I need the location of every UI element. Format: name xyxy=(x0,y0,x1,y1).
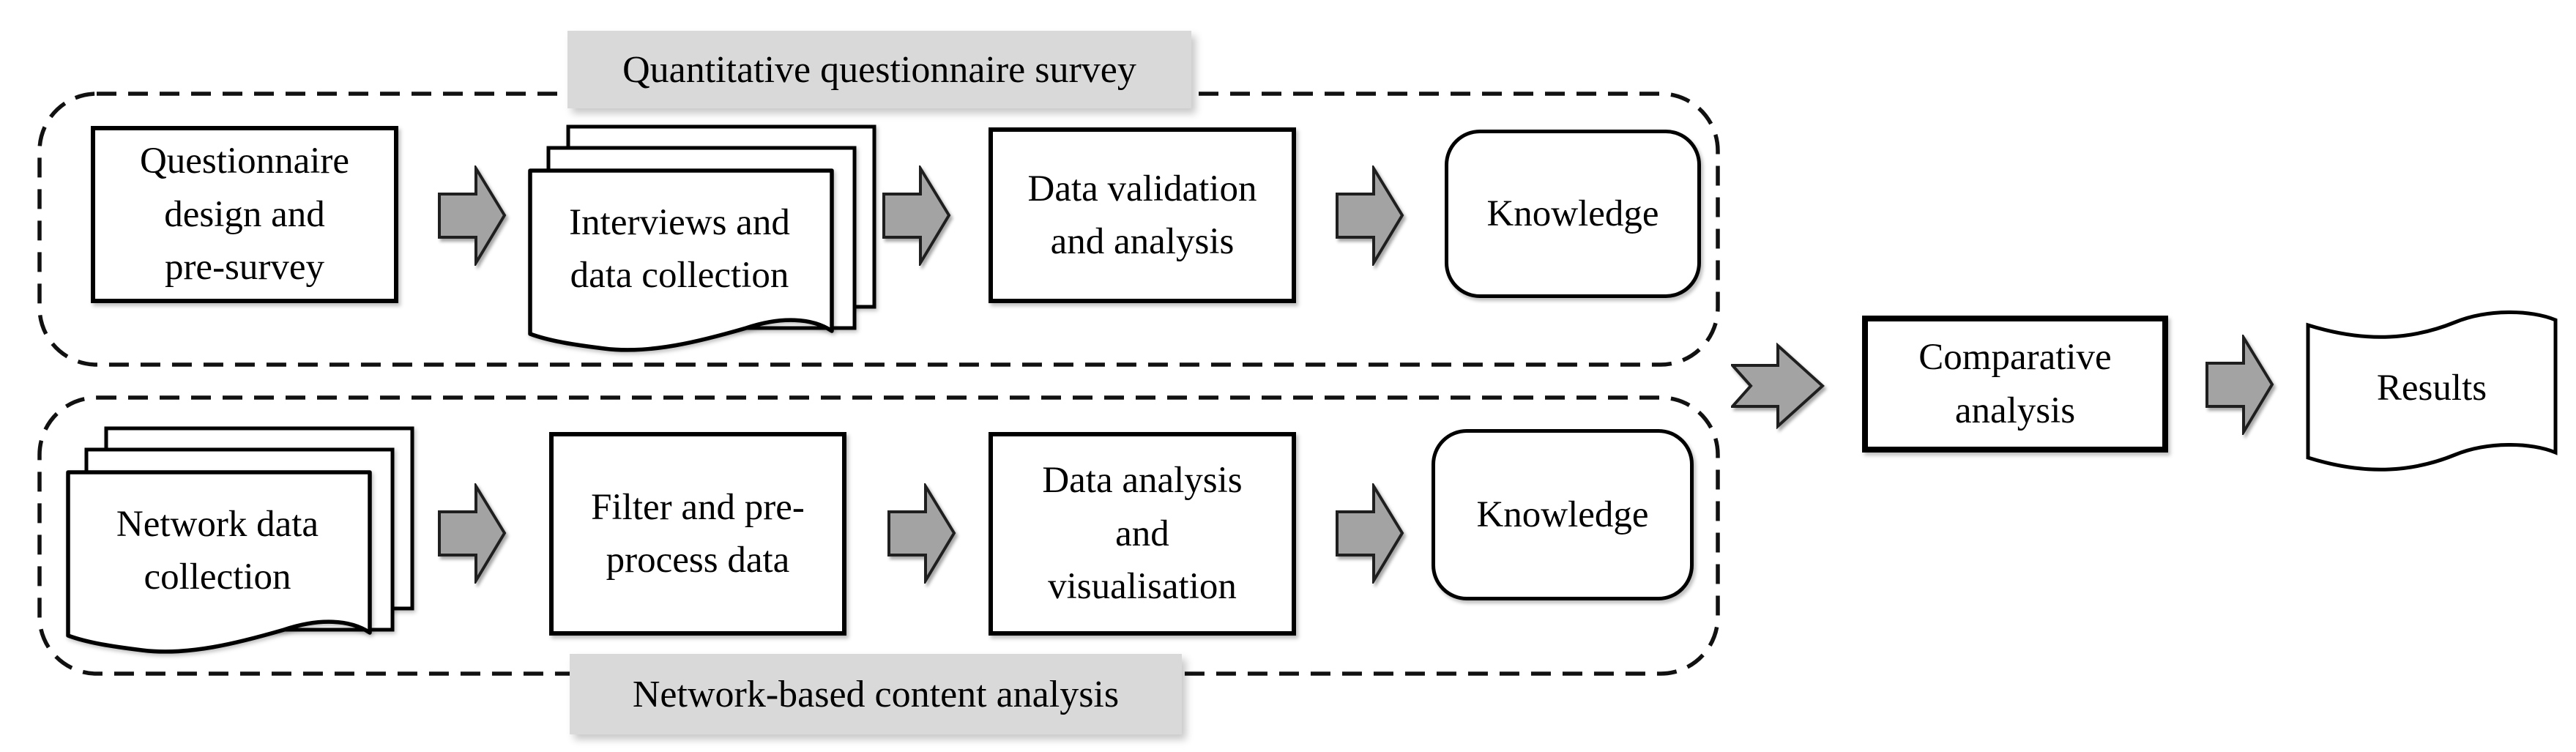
doc-page-front-icon xyxy=(528,168,834,352)
node-knowledge-bottom: Knowledge xyxy=(1432,429,1694,600)
node-text-line: Data validation xyxy=(1027,168,1257,209)
doc-stack-text: Interviews and data collection xyxy=(526,167,833,331)
doc-stack-interviews: Interviews and data collection xyxy=(526,124,876,363)
flow-arrow-icon xyxy=(1336,165,1404,266)
top-group-label: Quantitative questionnaire survey xyxy=(567,31,1191,108)
node-results-flag: Results xyxy=(2304,308,2559,472)
node-text-line: Questionnaire xyxy=(139,141,350,182)
flow-arrow-icon xyxy=(2205,335,2274,435)
node-text-line: visualisation xyxy=(1048,566,1237,608)
merge-arrow-icon xyxy=(1731,343,1825,429)
node-text-line: Filter and pre- xyxy=(591,486,805,528)
node-text-line: pre-survey xyxy=(164,247,325,288)
node-comparative-analysis: Comparative analysis xyxy=(1862,316,2168,453)
node-data-analysis-visualisation: Data analysis and visualisation xyxy=(989,432,1296,636)
doc-stack-network-data: Network data collection xyxy=(64,426,414,665)
node-text-line: Interviews and xyxy=(569,201,790,243)
results-text-wrap: Results xyxy=(2304,308,2559,469)
node-data-validation: Data validation and analysis xyxy=(989,127,1296,303)
node-text-line: process data xyxy=(606,540,790,581)
flow-arrow-icon xyxy=(887,483,956,584)
bottom-group-label-text: Network-based content analysis xyxy=(632,673,1120,715)
node-filter-preprocess: Filter and pre- process data xyxy=(549,432,846,636)
doc-stack-text: Network data collection xyxy=(64,469,371,633)
node-text-line: Network data xyxy=(116,503,319,545)
node-text-line: Knowledge xyxy=(1486,193,1659,234)
node-text-line: and analysis xyxy=(1050,221,1235,262)
node-text-line: Knowledge xyxy=(1476,494,1649,535)
top-group-dashed-border xyxy=(37,92,1720,367)
node-questionnaire-design: Questionnaire design and pre-survey xyxy=(91,126,398,303)
node-text-line: Results xyxy=(2376,368,2487,409)
node-text-line: data collection xyxy=(570,255,789,296)
node-text-line: design and xyxy=(164,193,325,235)
flow-arrow-icon xyxy=(438,165,507,266)
top-group-label-text: Quantitative questionnaire survey xyxy=(622,48,1136,91)
flag-shape-icon xyxy=(2306,310,2558,472)
node-text-line: Data analysis xyxy=(1042,460,1243,502)
node-text-line: collection xyxy=(144,556,291,597)
node-text-line: and xyxy=(1115,513,1169,554)
flow-arrow-icon xyxy=(882,165,951,266)
node-text-line: Comparative xyxy=(1918,337,2112,379)
node-text-line: analysis xyxy=(1954,390,2076,431)
flow-arrow-icon xyxy=(438,483,507,584)
bottom-group-label: Network-based content analysis xyxy=(570,654,1182,734)
doc-page-front-icon xyxy=(66,470,372,654)
node-knowledge-top: Knowledge xyxy=(1445,130,1701,298)
flow-arrow-icon xyxy=(1336,483,1404,584)
